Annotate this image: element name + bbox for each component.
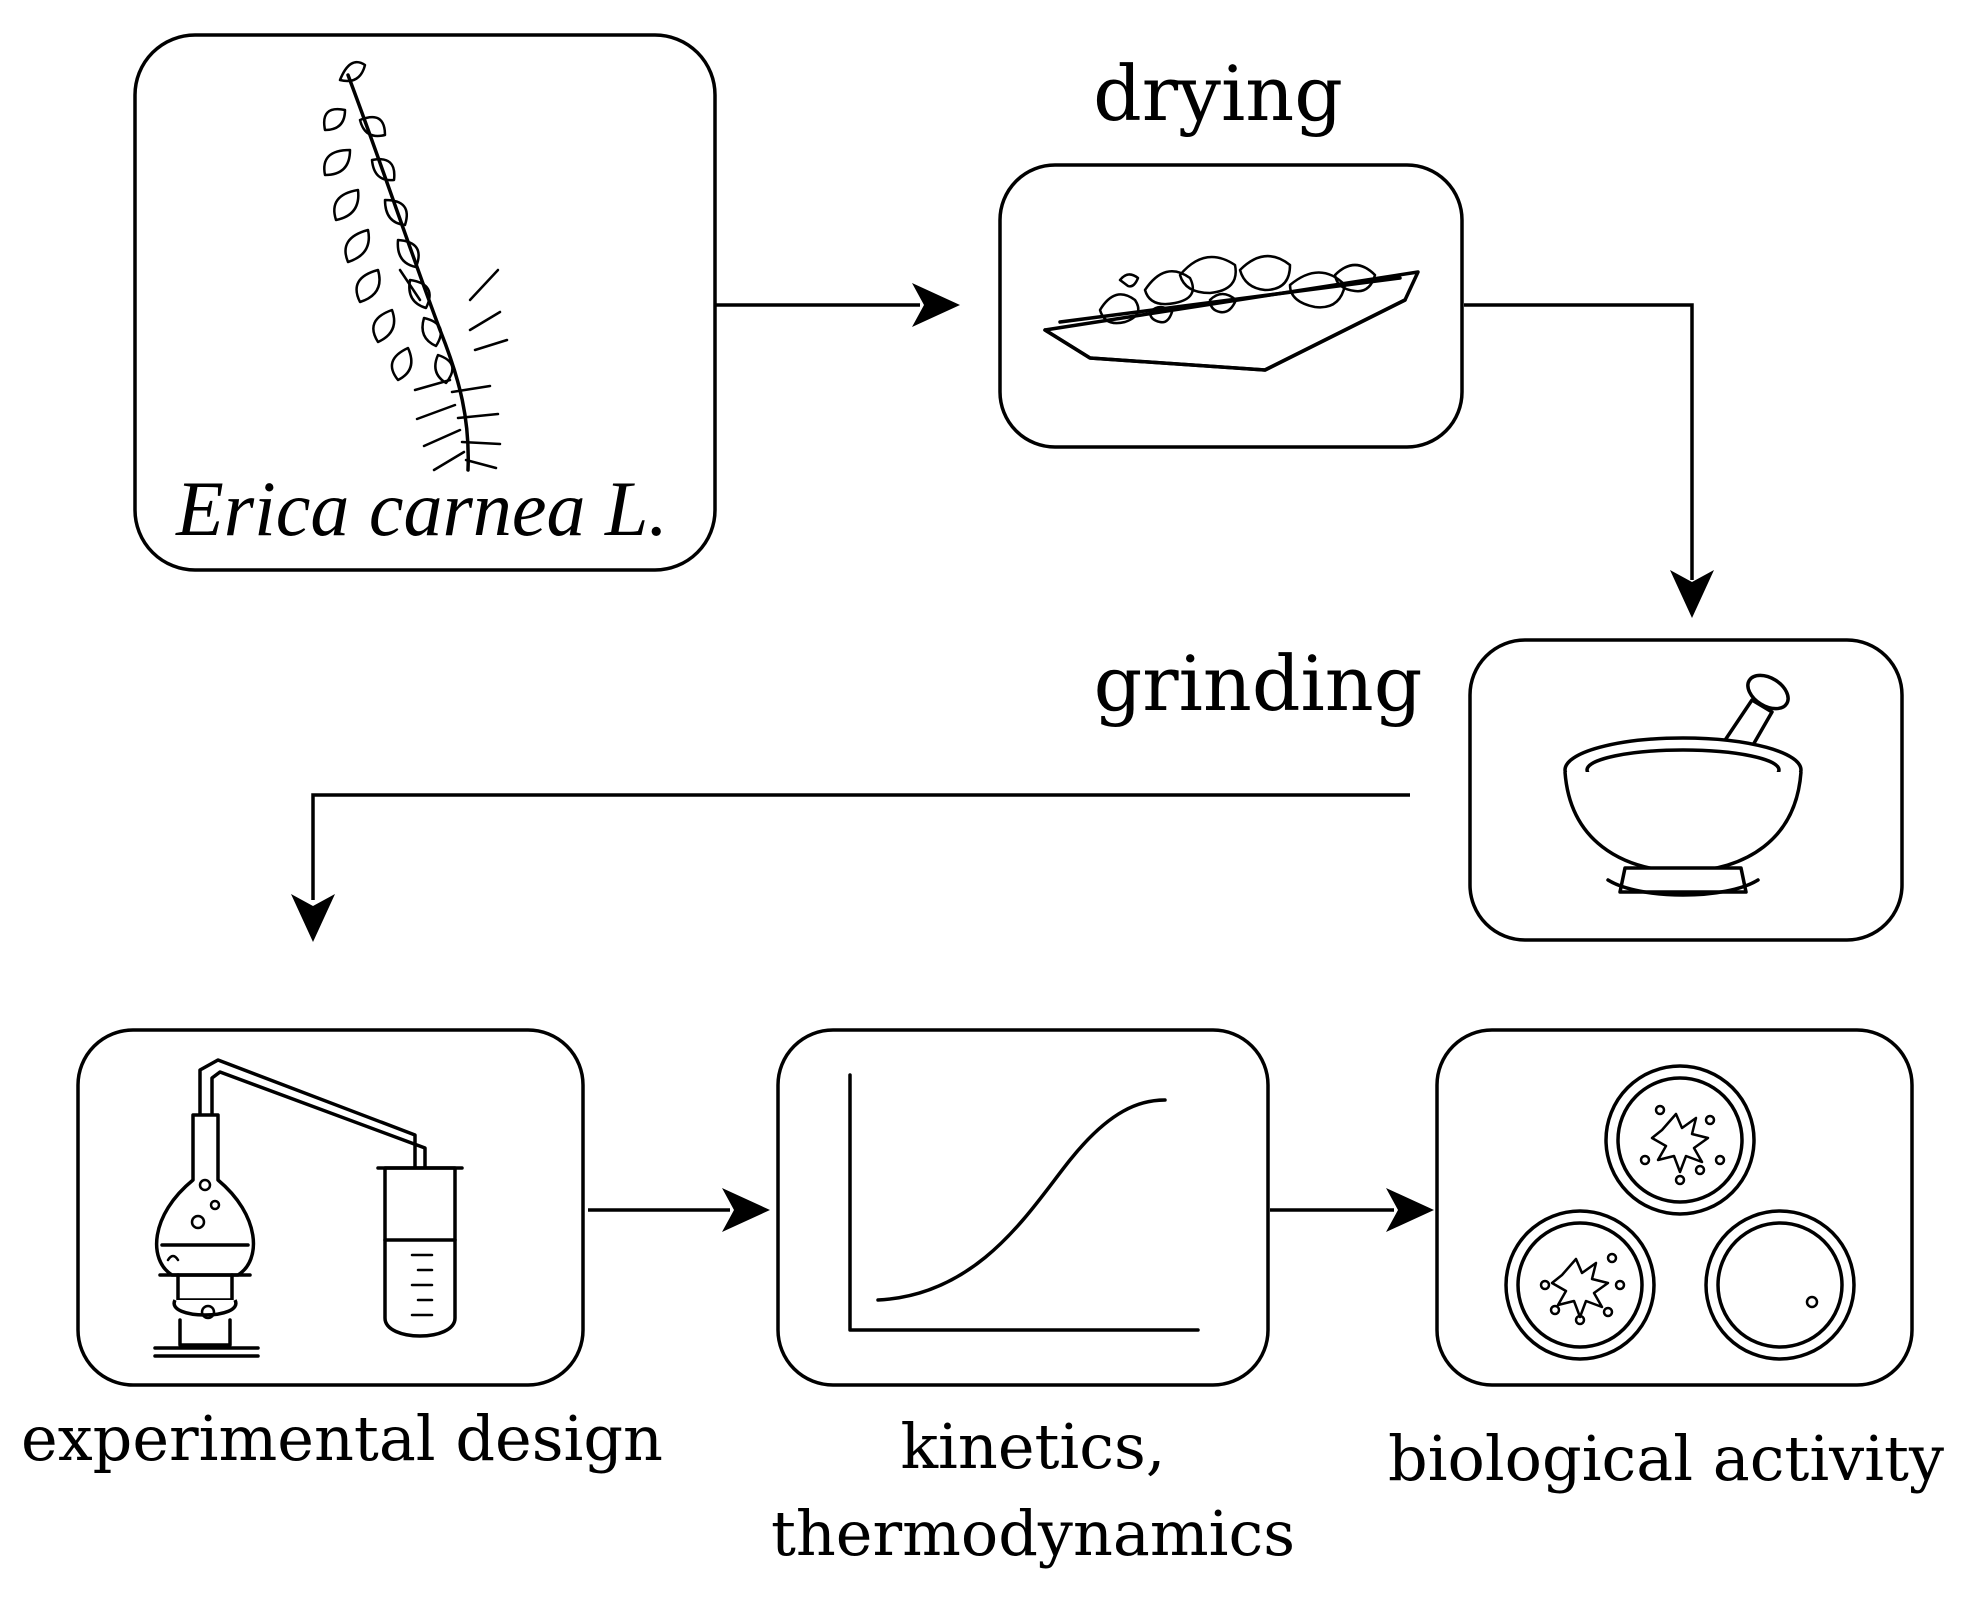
- node-kinetics-label-line1: kinetics,: [900, 1410, 1165, 1483]
- edge-experimental-design-to-kinetics: [588, 1188, 770, 1232]
- node-plant-box: [133, 33, 717, 572]
- node-plant-label: Erica carnea L.: [175, 465, 668, 552]
- edge-kinetics-to-biological-activity: [1270, 1188, 1434, 1232]
- mortar-pestle-icon: [1563, 673, 1803, 897]
- node-kinetics: kinetics, thermodynamics: [771, 1028, 1295, 1570]
- edge-grinding-to-experimental-design: [291, 793, 1410, 942]
- node-kinetics-label-line2: thermodynamics: [771, 1497, 1295, 1570]
- node-grinding: grinding: [1094, 638, 1904, 942]
- node-plant: Erica carnea L.: [133, 33, 717, 572]
- distillation-apparatus-icon: [153, 1058, 464, 1358]
- sigmoid-curve-icon: [848, 1073, 1200, 1332]
- drying-tray-icon: [1043, 255, 1420, 372]
- node-experimental-design-box: [76, 1028, 585, 1387]
- node-experimental-design: experimental design: [21, 1028, 663, 1475]
- node-drying-label: drying: [1093, 49, 1343, 138]
- heather-plant-icon: [322, 60, 509, 472]
- node-biological-activity: biological activity: [1388, 1028, 1944, 1495]
- node-experimental-design-label: experimental design: [21, 1402, 663, 1475]
- petri-dishes-icon: [1504, 1064, 1856, 1361]
- node-drying: drying: [998, 49, 1464, 449]
- edge-plant-to-drying: [716, 283, 960, 327]
- edge-drying-to-grinding: [1464, 303, 1714, 618]
- node-biological-activity-label: biological activity: [1388, 1422, 1944, 1495]
- node-grinding-label: grinding: [1094, 639, 1423, 728]
- connectors: [291, 283, 1714, 1232]
